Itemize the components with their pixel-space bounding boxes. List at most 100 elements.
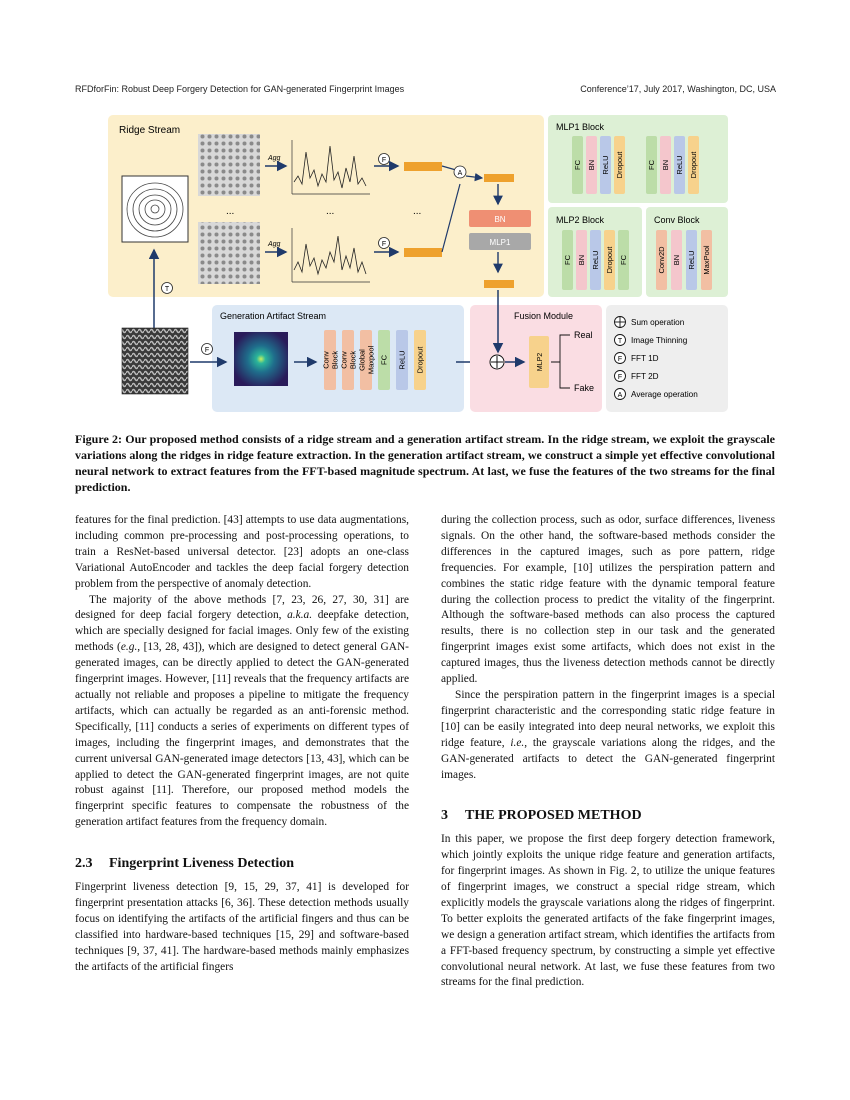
svg-text:A: A [458,170,463,177]
fusion-title: Fusion Module [514,311,573,321]
mlp2-block-layer-label: Dropout [605,246,614,274]
thinned-fingerprint-image [121,175,189,243]
conv-block-title: Conv Block [654,215,700,225]
svg-text:F: F [382,241,386,248]
svg-text:F: F [618,356,622,363]
mlp2-block-layer-2 [590,230,601,290]
mlp1-block-b-layer-label: FC [647,159,656,170]
legend-sum: Sum operation [631,318,685,327]
fft1d-symbol [378,153,390,165]
fake-label: Fake [574,383,594,393]
conv-block-layer-label: BN [672,255,681,265]
mlp2-block-title: MLP2 Block [556,215,605,225]
mlp1-block-layers-a: FC BN ReLU Dropout [572,136,625,194]
ridge-sample-image-1 [198,134,260,196]
conv-block-layer-3 [701,230,712,290]
mlp2-block-layer-4 [618,230,629,290]
averaged-feature-bar [484,174,514,182]
ridge-feature-bar-2 [404,248,442,257]
bn-layer [469,210,531,227]
conv-block-layers: Conv2D BN ReLU MaxPool [656,230,712,290]
mlp2-layer [529,336,549,388]
svg-text:MLP1: MLP1 [490,238,511,247]
conv-block-layer-0 [656,230,667,290]
ridge-stream-title: Ridge Stream [119,125,180,136]
grayscale-plot-2 [291,228,370,283]
mlp1-block-a-layer-label: Dropout [615,151,624,179]
running-header-left: RFDforFin: Robust Deep Forgery Detection… [75,84,405,94]
ridge-feature-bar-1 [404,162,442,171]
mlp1-block-a-layer-label: ReLU [601,155,610,174]
legend-fft1d: FFT 1D [631,354,659,363]
paragraph: Fingerprint liveness detection [9, 15, 2… [75,881,409,973]
mlp1-block-title: MLP1 Block [556,122,605,132]
ellipsis: ... [226,206,234,217]
mlp1-block-a-layer-2 [600,136,611,194]
svg-text:F: F [382,157,386,164]
running-header-right: Conference’17, July 2017, Washington, DC… [580,84,776,94]
conv-block-layer-2 [686,230,697,290]
grayscale-plot-1 [291,140,370,195]
gen-stream-layer-0 [324,330,336,390]
mlp2-block-layer-label: ReLU [591,250,600,269]
mlp1-block-b-layer-label: BN [661,160,670,170]
gen-stream-layer-label: ConvBlock [340,351,358,370]
ridge-sample-image-2 [198,222,260,284]
fft2d-symbol [201,343,213,355]
svg-text:BN: BN [494,215,505,224]
legend-thinning: Image Thinning [631,336,688,345]
conv-block-layer-label: ReLU [687,250,696,269]
mlp1-block-a-layer-label: BN [587,160,596,170]
mlp1-block-a-layer-1 [586,136,597,194]
paragraph: In this paper, we propose the first deep… [441,833,775,989]
paragraph: Since the perspiration pattern in the fi… [441,688,775,781]
svg-text:T: T [618,338,623,345]
mlp1-block-b-layer-label: Dropout [689,151,698,179]
mlp1-block-a-layer-label: FC [573,159,582,170]
gen-stream-layer-4 [396,330,408,390]
conv-block-layer-label: MaxPool [702,245,711,275]
legend-average: Average operation [631,390,698,399]
legend: Sum operation T Image Thinning F FFT 1D … [614,316,698,400]
gen-stream-layer-5 [414,330,426,390]
legend-panel [606,305,728,412]
architecture-diagram: Ridge Stream ... ... ... Agg Agg F F A [108,115,728,412]
gen-stream-layer-2 [360,330,372,390]
gen-stream-layer-label: Dropout [416,346,425,374]
agg-label: Agg [267,241,281,248]
mlp1-layer [469,233,531,250]
mlp2-block-layer-label: FC [563,254,572,265]
svg-text:F: F [618,374,622,381]
mlp2-block-layer-label: BN [577,255,586,265]
ellipsis: ... [413,206,421,217]
right-column: during the collection process, such as o… [441,513,775,991]
gen-stream-layer-1 [342,330,354,390]
paragraph: The majority of the above methods [7, 23… [75,593,409,829]
gen-stream-title: Generation Artifact Stream [220,311,326,321]
conv-block-layer-label: Conv2D [657,246,666,274]
mlp1-block-b-layer-0 [646,136,657,194]
mlp1-block-layers-b: FC BN ReLU Dropout [646,136,699,194]
gen-stream-layer-label: FC [380,354,389,365]
gen-stream-layer-label: ReLU [398,350,407,369]
svg-text:A: A [618,392,623,399]
paragraph: features for the final prediction. [43] … [75,514,409,590]
agg-label: Agg [267,155,281,162]
conv-block-layer-1 [671,230,682,290]
mlp2-block-layer-0 [562,230,573,290]
svg-text:T: T [165,286,170,293]
mlp1-block-a-layer-3 [614,136,625,194]
mlp1-block-b-layer-3 [688,136,699,194]
figure-2: Ridge Stream ... ... ... Agg Agg F F A [108,112,730,414]
gen-stream-layer-label: GlobalMaxpool [358,345,376,374]
svg-text:MLP2: MLP2 [537,353,544,371]
mlp1-block-b-layer-label: ReLU [675,155,684,174]
gen-stream-layer-label: ConvBlock [322,351,340,370]
paragraph: during the collection process, such as o… [441,514,775,686]
figure-caption: Figure 2: Our proposed method consists o… [75,432,775,494]
ridge-output-bar [484,280,514,288]
